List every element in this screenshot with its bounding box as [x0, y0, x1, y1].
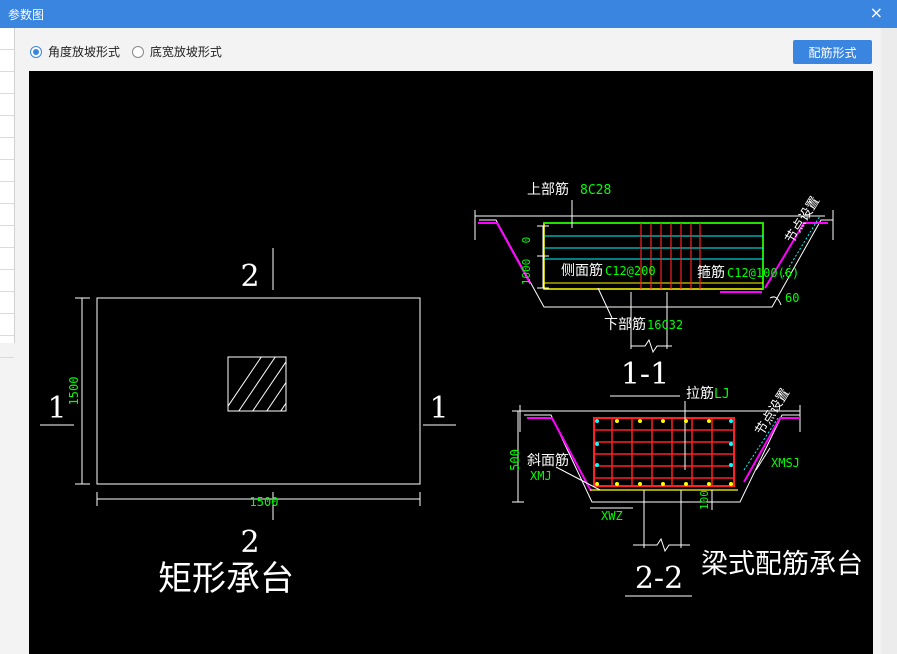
window-title: 参数图 [8, 8, 45, 22]
column-hatch [228, 357, 286, 411]
plan-caption: 矩形承台 [158, 559, 294, 599]
tie-bar-label: 拉筋 [686, 385, 714, 402]
close-icon[interactable]: × [869, 3, 883, 22]
dim-500: 500 [508, 449, 522, 471]
tie-bar-dots [595, 419, 733, 486]
column-section [227, 356, 287, 412]
top-bar-label: 上部筋 [527, 181, 569, 198]
side-bar-value: C12@200 [605, 264, 656, 278]
node-setting-1: 节点设置 [783, 194, 823, 246]
incline-bar-value: XMJ [530, 469, 552, 483]
radio-angle-label: 角度放坡形式 [48, 45, 121, 59]
stirrup-value: C12@100(6) [727, 266, 799, 280]
radio-width-slope[interactable]: 底宽放坡形式 [131, 43, 222, 60]
side-bar-label: 侧面筋 [561, 262, 603, 279]
plan-marker-1-right: 1 [429, 391, 448, 426]
xmsj-label: XMSJ [771, 456, 800, 470]
section-title-2-2: 2-2 [635, 561, 683, 596]
beam-caption: 梁式配筋承台 [701, 549, 863, 580]
cad-drawing: 1500 1500 2 2 1 1 矩形承台 [40, 181, 863, 599]
slope-form-options: 角度放坡形式 底宽放坡形式 [30, 43, 230, 61]
slope-angle: 60 [785, 291, 799, 305]
stirrup-label: 箍筋 [697, 264, 725, 281]
top-bar-value: 8C28 [580, 183, 611, 198]
radio-angle-slope[interactable]: 角度放坡形式 [30, 43, 120, 60]
bottom-bar-label: 下部筋 [604, 316, 646, 333]
plan-dim-vertical: 1500 [67, 377, 81, 406]
plan-marker-2-top: 2 [240, 259, 259, 294]
plan-view [40, 248, 456, 520]
rebar-config-button[interactable]: 配筋形式 [793, 40, 872, 64]
plan-marker-1-left: 1 [47, 391, 66, 426]
incline-bar-label: 斜面筋 [527, 452, 569, 469]
dim-100: 100 [698, 490, 711, 510]
bottom-bar-value: 16C32 [647, 318, 683, 332]
cad-drawing-canvas: 1500 1500 2 2 1 1 矩形承台 [29, 71, 873, 654]
background-right-strip [881, 28, 897, 654]
dim-0: 0 [520, 237, 533, 244]
title-bar: 参数图 × [0, 0, 897, 28]
section-2-2 [512, 401, 801, 597]
plan-outline [96, 297, 421, 485]
dim-1000: 1000 [520, 259, 533, 286]
section-title-1-1: 1-1 [621, 357, 669, 392]
background-table-strip [0, 28, 15, 358]
tie-bar-value: LJ [714, 387, 730, 402]
plan-marker-2-bottom: 2 [240, 525, 259, 560]
radio-unchecked-icon [131, 45, 144, 58]
plan-dim-horizontal: 1500 [250, 495, 279, 509]
section-1-1 [474, 200, 834, 397]
xwz-label: XWZ [601, 509, 623, 523]
radio-checked-icon [30, 45, 42, 58]
radio-width-label: 底宽放坡形式 [149, 45, 222, 59]
